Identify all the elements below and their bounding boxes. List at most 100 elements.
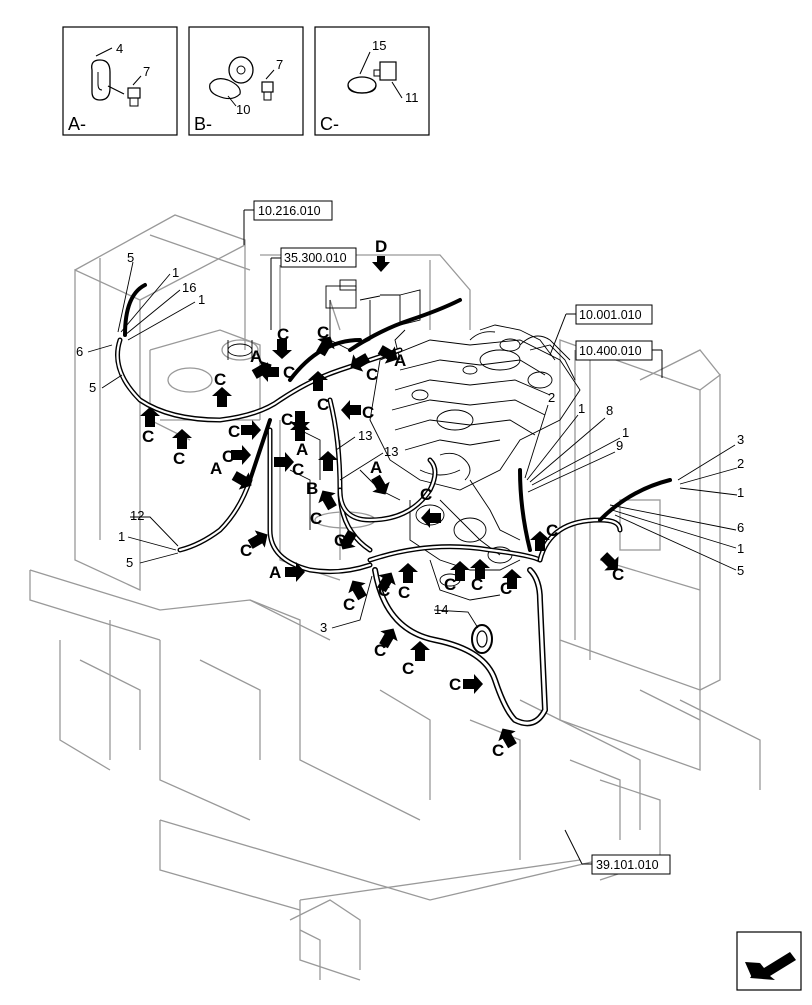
right-callouts	[433, 404, 738, 629]
callout-1-left: 1	[118, 529, 125, 544]
svg-text:C: C	[283, 363, 295, 382]
svg-text:C: C	[362, 403, 374, 422]
clip-c-23: C	[500, 569, 522, 598]
navigation-arrow-icon	[736, 931, 802, 991]
detail-a-part-2: 7	[143, 64, 150, 79]
ref-box-35-300-010: 35.300.010	[284, 251, 347, 265]
callout-1-second: 1	[198, 292, 205, 307]
detail-b-part-1: 7	[276, 57, 283, 72]
view-direction-arrow-icon	[372, 256, 390, 272]
svg-text:C: C	[366, 365, 378, 384]
clip-c-19: C	[398, 563, 418, 602]
clip-c-6: C	[240, 525, 273, 560]
detail-c-part-2: 11	[405, 90, 419, 105]
svg-text:C: C	[420, 485, 432, 504]
clip-a-4: A	[375, 340, 406, 370]
clip-c-14: C	[345, 348, 378, 384]
clip-c-5: C	[222, 445, 251, 466]
left-callout-text: 5 1 16 1 6 5 12 1 5 13 13 3	[76, 250, 398, 635]
clip-c-9: C	[281, 410, 310, 431]
detail-b-part-2: 10	[236, 102, 250, 117]
clip-c-16: C	[333, 527, 362, 555]
clip-c-13: C	[341, 400, 374, 422]
svg-text:C: C	[214, 370, 226, 389]
clip-c-15: C	[310, 485, 342, 528]
clip-c-1: C	[140, 407, 160, 446]
clip-a-3: A	[290, 421, 310, 459]
svg-text:C: C	[343, 595, 355, 614]
callout-5-left: 5	[89, 380, 96, 395]
svg-text:A: A	[269, 563, 281, 582]
svg-text:C: C	[612, 565, 624, 584]
callout-1-engine: 1	[578, 401, 585, 416]
svg-text:C: C	[444, 575, 456, 594]
svg-text:C: C	[471, 575, 483, 594]
svg-text:C: C	[310, 509, 322, 528]
clip-c-18: C	[372, 567, 401, 600]
machine-outline	[29, 214, 761, 981]
detail-a-label: A-	[68, 114, 86, 134]
callout-12: 12	[130, 508, 144, 523]
svg-text:C: C	[240, 541, 252, 560]
callout-3-left: 3	[320, 620, 327, 635]
callout-1-engine-lower: 1	[622, 425, 629, 440]
clip-c-10: C	[274, 452, 304, 479]
svg-text:C: C	[334, 531, 346, 550]
clip-c-7: C	[272, 325, 292, 359]
svg-text:C: C	[374, 641, 386, 660]
callout-13-upper: 13	[358, 428, 372, 443]
clip-c-24: C	[530, 521, 558, 551]
detail-c-label: C-	[320, 114, 339, 134]
clip-a-1: A	[249, 347, 277, 384]
right-callout-text: 2 1 8 1 9 3 2 1 6 1 5 14	[434, 390, 744, 617]
svg-text:C: C	[222, 447, 234, 466]
callout-1-right-lower: 1	[737, 541, 744, 556]
view-marker-letter: D	[375, 237, 387, 256]
svg-text:A: A	[210, 459, 222, 478]
ref-box-10-216-010: 10.216.010	[258, 204, 321, 218]
callout-9: 9	[616, 438, 623, 453]
clip-c-25: C	[596, 548, 625, 584]
callout-3-right: 3	[737, 432, 744, 447]
clip-c-3: C	[212, 370, 232, 407]
svg-text:A: A	[394, 351, 406, 370]
svg-text:C: C	[546, 521, 558, 540]
clip-b-1: B	[306, 451, 338, 498]
detail-view-c: 15 11 C-	[314, 26, 430, 136]
clip-c-12: C	[311, 323, 340, 359]
clip-indicators: C C C C C C C C C C C C C C C C C C C C …	[140, 323, 625, 760]
svg-text:B: B	[306, 479, 318, 498]
svg-text:C: C	[402, 659, 414, 678]
clip-c-2: C	[172, 429, 192, 468]
clip-a-5: A	[366, 458, 395, 500]
clip-c-20: C	[420, 485, 441, 528]
detail-b-label: B-	[194, 114, 212, 134]
svg-text:C: C	[292, 460, 304, 479]
svg-text:A: A	[370, 458, 382, 477]
svg-text:C: C	[449, 675, 461, 694]
clip-c-21: C	[444, 561, 470, 594]
clip-a-6: A	[269, 562, 305, 582]
svg-text:A: A	[296, 440, 308, 459]
svg-text:C: C	[317, 323, 329, 342]
clip-c-17: C	[343, 575, 372, 614]
svg-text:A: A	[250, 347, 262, 366]
clip-c-28: C	[449, 674, 483, 694]
engine-detail	[227, 279, 581, 601]
callout-2-right: 2	[737, 456, 744, 471]
clip-c-4: C	[228, 420, 261, 441]
svg-text:C: C	[281, 410, 293, 429]
svg-text:C: C	[277, 325, 289, 344]
callout-8: 8	[606, 403, 613, 418]
callout-1-top: 1	[172, 265, 179, 280]
clip-c-8: C	[259, 362, 295, 382]
svg-text:C: C	[173, 449, 185, 468]
svg-text:C: C	[378, 581, 390, 600]
ref-box-10-400-010: 10.400.010	[579, 344, 642, 358]
callout-6-left: 6	[76, 344, 83, 359]
callout-14: 14	[434, 602, 448, 617]
ref-box-10-001-010: 10.001.010	[579, 308, 642, 322]
callout-5-lower: 5	[126, 555, 133, 570]
